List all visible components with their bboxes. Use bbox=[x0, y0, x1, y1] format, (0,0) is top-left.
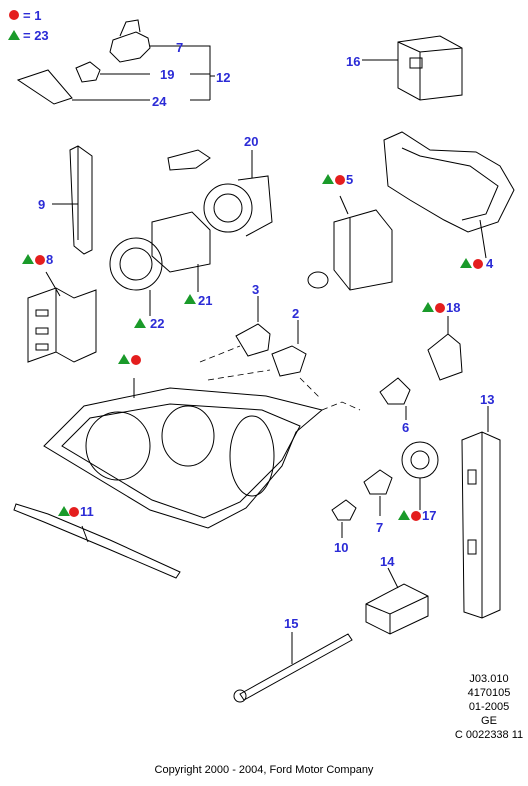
callout-21: 21 bbox=[198, 293, 212, 308]
callout-labels: 7 19 12 24 16 20 9 5 4 8 21 22 3 2 18 13… bbox=[38, 40, 494, 631]
callout-15: 15 bbox=[284, 616, 298, 631]
reference-block: J03.010 4170105 01-2005 GE C 0022338 11 bbox=[450, 672, 528, 742]
callout-18: 18 bbox=[446, 300, 460, 315]
lamp-cover-part bbox=[16, 69, 73, 105]
callout-22: 22 bbox=[150, 316, 164, 331]
callout-9: 9 bbox=[38, 197, 45, 212]
callout-17: 17 bbox=[422, 508, 436, 523]
green-triangle-icon bbox=[398, 510, 410, 520]
callout-6: 6 bbox=[402, 420, 409, 435]
part-symbols bbox=[22, 174, 483, 521]
bulb-holders-18-6 bbox=[379, 316, 463, 420]
reference-line-2: 4170105 bbox=[467, 687, 511, 699]
red-circle-icon bbox=[435, 303, 445, 313]
mounting-plate-8 bbox=[27, 271, 97, 363]
callout-10: 10 bbox=[334, 540, 348, 555]
reference-line-4: GE bbox=[481, 715, 497, 727]
control-module-16 bbox=[362, 35, 463, 101]
sockets-17-7-10 bbox=[331, 441, 439, 538]
headlamp-assembly bbox=[43, 378, 361, 529]
callout-3: 3 bbox=[252, 282, 259, 297]
callout-7-top: 7 bbox=[176, 40, 183, 55]
trim-strip-11 bbox=[13, 503, 181, 579]
green-triangle-icon bbox=[118, 354, 130, 364]
green-triangle-icon bbox=[422, 302, 434, 312]
callout-11: 11 bbox=[80, 504, 94, 519]
module-14 bbox=[365, 567, 429, 635]
copyright-text: Copyright 2000 - 2004, Ford Motor Compan… bbox=[154, 764, 374, 776]
bulb-holder-group-top-left bbox=[16, 19, 215, 105]
small-bulb-part bbox=[75, 61, 101, 83]
callout-12: 12 bbox=[216, 70, 230, 85]
red-circle-icon bbox=[69, 507, 79, 517]
green-triangle-icon bbox=[134, 318, 146, 328]
red-circle-icon bbox=[131, 355, 141, 365]
red-circle-icon bbox=[411, 511, 421, 521]
callout-24: 24 bbox=[152, 94, 167, 109]
socket-21-and-ring-22 bbox=[109, 211, 211, 316]
green-triangle-icon bbox=[184, 294, 196, 304]
callout-19: 19 bbox=[160, 67, 174, 82]
green-triangle-icon bbox=[22, 254, 34, 264]
bulb-holder-part bbox=[109, 19, 151, 63]
red-circle-icon bbox=[35, 255, 45, 265]
reference-line-5: C 0022338 11 bbox=[454, 729, 524, 741]
adjuster-shaft-15 bbox=[233, 632, 353, 703]
rear-housing-4 bbox=[383, 131, 515, 259]
callout-14: 14 bbox=[380, 554, 395, 569]
callout-5: 5 bbox=[346, 172, 353, 187]
green-triangle-icon bbox=[460, 258, 472, 268]
callout-13: 13 bbox=[480, 392, 494, 407]
callout-2: 2 bbox=[292, 306, 299, 321]
legend: = 1 = 23 bbox=[8, 8, 49, 43]
red-circle-icon bbox=[335, 175, 345, 185]
headlamp-bulb-module-5 bbox=[307, 195, 393, 291]
reference-line-3: 01-2005 bbox=[468, 701, 510, 713]
callout-8: 8 bbox=[46, 252, 53, 267]
red-circle-icon bbox=[473, 259, 483, 269]
callout-7-bottom: 7 bbox=[376, 520, 383, 535]
reference-line-1: J03.010 bbox=[469, 673, 509, 685]
callout-4: 4 bbox=[486, 256, 494, 271]
side-bracket-13 bbox=[461, 406, 501, 619]
legend-green-triangle-icon bbox=[8, 30, 20, 40]
callout-16: 16 bbox=[346, 54, 360, 69]
legend-red-value: = 1 bbox=[23, 8, 41, 23]
callout-20: 20 bbox=[244, 134, 258, 149]
green-triangle-icon bbox=[58, 506, 70, 516]
legend-green-value: = 23 bbox=[23, 28, 49, 43]
bulbs-2-3 bbox=[199, 296, 321, 399]
ballast-igniter-20 bbox=[167, 149, 273, 237]
green-triangle-icon bbox=[322, 174, 334, 184]
bracket-9 bbox=[52, 145, 93, 255]
legend-red-circle-icon bbox=[9, 10, 19, 20]
